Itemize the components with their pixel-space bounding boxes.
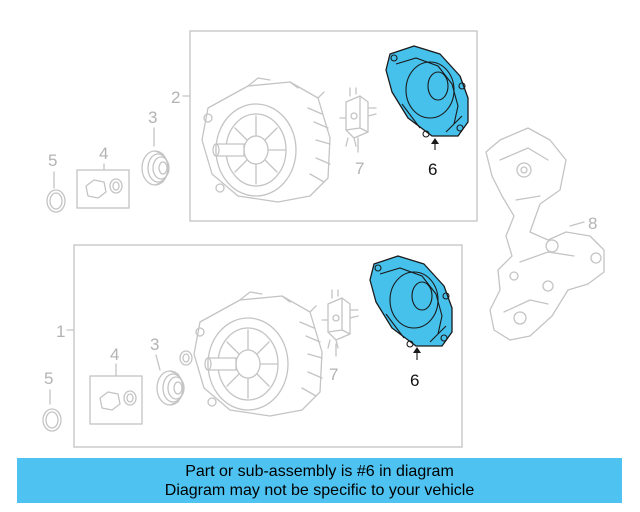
banner-line-1: Part or sub-assembly is #6 in diagram (185, 462, 454, 480)
lower-assembly-frame (73, 244, 463, 448)
callout-7-upper: 7 (355, 159, 364, 178)
callout-8: 8 (588, 214, 597, 233)
callout-5-lower: 5 (44, 369, 53, 388)
callout-7-lower: 7 (329, 365, 338, 384)
callout-3-upper: 3 (148, 108, 157, 127)
cover-part-6-lower (369, 255, 453, 348)
washer-lower (179, 350, 193, 366)
callout-2: 2 (171, 88, 180, 107)
cap-upper (46, 189, 66, 213)
callout-4-lower: 4 (110, 345, 119, 364)
nut-washer-box-lower (89, 375, 143, 425)
callout-4-upper: 4 (99, 144, 108, 163)
nut-washer-box-upper (76, 169, 130, 209)
alternator-upper (201, 77, 331, 203)
callout-6-upper: 6 (428, 160, 437, 179)
alternator-lower (193, 291, 323, 417)
callout-3-lower: 3 (150, 335, 159, 354)
callout-5-upper: 5 (48, 151, 57, 170)
pulley-lower (156, 370, 185, 406)
banner-line-2: Diagram may not be specific to your vehi… (164, 481, 475, 499)
mounting-bracket (485, 127, 605, 341)
callout-1: 1 (56, 322, 65, 341)
cap-lower (42, 408, 62, 432)
pulley-upper (141, 150, 170, 186)
info-banner: Part or sub-assembly is #6 in diagram Di… (17, 458, 622, 503)
regulator-upper (339, 87, 377, 147)
upper-assembly-frame (189, 30, 478, 222)
callout-6-lower: 6 (410, 371, 419, 390)
cover-part-6-upper (385, 45, 469, 138)
regulator-lower (321, 289, 359, 349)
